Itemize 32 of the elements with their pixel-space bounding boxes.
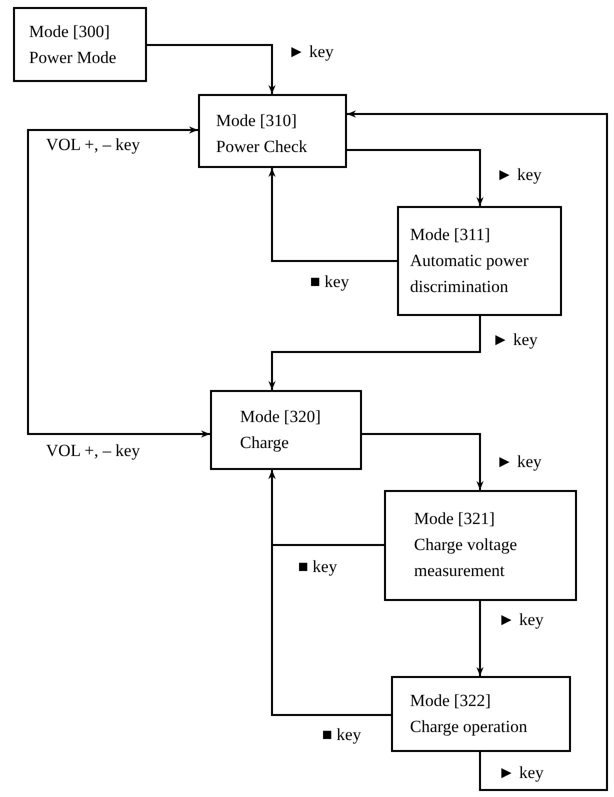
mode-box: [391, 676, 571, 752]
arrow: [268, 168, 397, 262]
arrow: [362, 433, 484, 490]
arrow: [268, 470, 391, 716]
key-label: VOL +, – key: [44, 441, 142, 461]
mode-number: Mode [320]: [240, 406, 321, 428]
arrow: [347, 110, 608, 791]
arrow: [27, 126, 210, 438]
mode-name: Charge voltage measurement: [414, 534, 518, 582]
mode-number: Mode [321]: [414, 508, 495, 530]
mode-number: Mode [310]: [216, 110, 297, 132]
edge-label: ■ key: [296, 557, 340, 577]
edge-label: ■ key: [308, 272, 352, 292]
mode-name: Charge: [240, 432, 289, 454]
mode-number: Mode [311]: [410, 224, 490, 246]
mode-name: Automatic power discrimination: [410, 250, 530, 298]
mode-box: [384, 490, 577, 601]
mode-box: [397, 206, 562, 316]
arrow: [476, 601, 484, 676]
arrow: [147, 44, 276, 94]
mode-box: [13, 7, 147, 82]
mode-box: [198, 94, 347, 168]
arrow: [347, 149, 484, 206]
mode-number: Mode [322]: [410, 690, 491, 712]
mode-name: Power Check: [216, 136, 308, 158]
edge-label: VOL +, – key: [44, 135, 142, 155]
edge-label: ■ key: [320, 725, 364, 745]
mode-name: Power Mode: [29, 47, 116, 69]
mode-box: [210, 390, 362, 470]
mode-number: Mode [300]: [29, 21, 110, 43]
arrow: [268, 316, 481, 390]
mode-name: Charge operation: [410, 716, 528, 738]
